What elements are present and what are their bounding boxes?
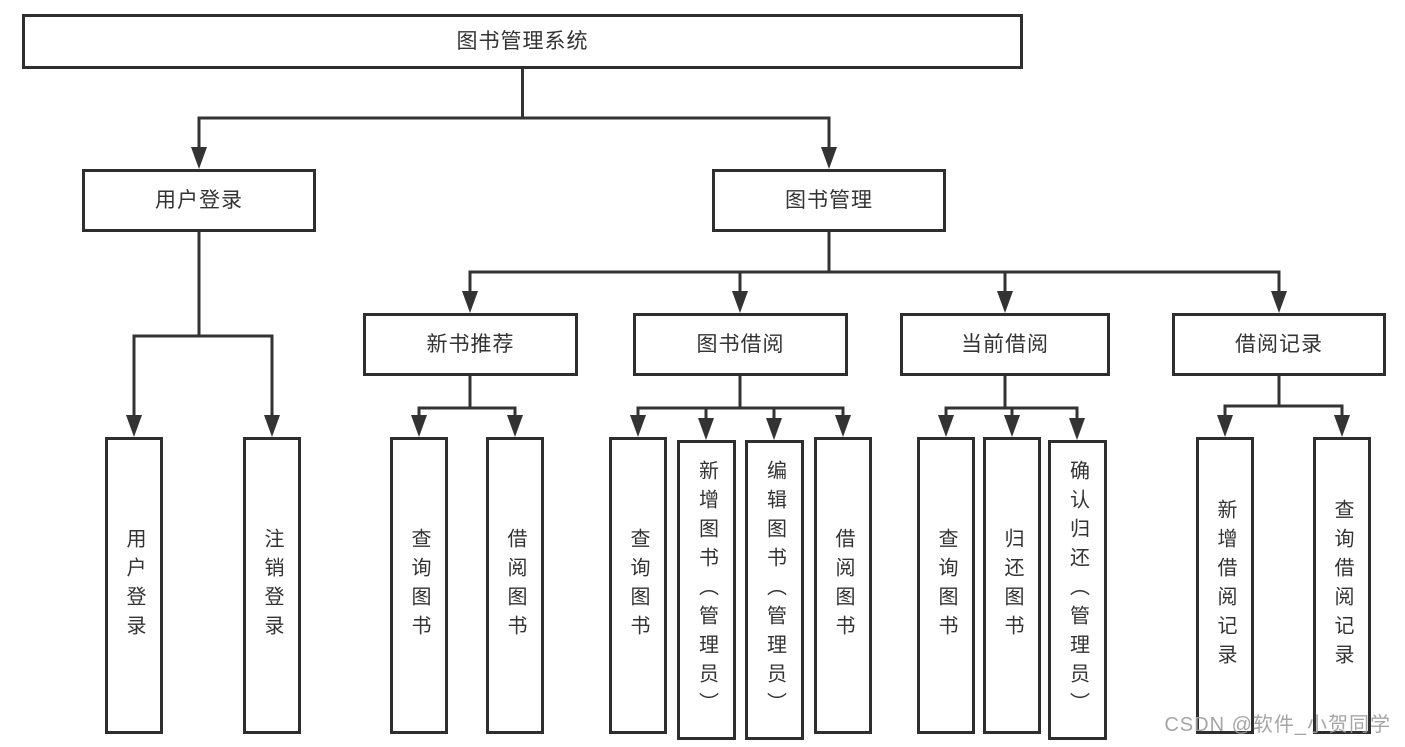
node-book-management: 图书管理 bbox=[712, 169, 946, 232]
leaf-query-borrow-record: 查询借阅记录 bbox=[1313, 437, 1371, 734]
leaf-borrow-book: 借阅图书 bbox=[814, 437, 872, 734]
leaf-confirm-return-admin: 确认归还（管理员） bbox=[1048, 440, 1107, 740]
leaf-return-book: 归还图书 bbox=[983, 437, 1041, 734]
node-new-book-recommend: 新书推荐 bbox=[363, 313, 578, 376]
leaf-edit-book-admin: 编辑图书（管理员） bbox=[745, 440, 804, 740]
node-root-system: 图书管理系统 bbox=[22, 14, 1023, 69]
node-book-borrowing: 图书借阅 bbox=[633, 313, 848, 376]
node-user-login: 用户登录 bbox=[82, 169, 316, 232]
leaf-query-book-borrowing: 查询图书 bbox=[609, 437, 667, 734]
leaf-logout: 注销登录 bbox=[243, 437, 301, 734]
leaf-add-borrow-record: 新增借阅记录 bbox=[1196, 437, 1254, 734]
csdn-watermark: CSDN @软件_小贺同学 bbox=[1164, 714, 1391, 736]
node-borrow-records: 借阅记录 bbox=[1172, 313, 1386, 376]
leaf-user-login: 用户登录 bbox=[105, 437, 163, 734]
node-current-borrowing: 当前借阅 bbox=[900, 313, 1110, 376]
leaf-borrow-book-recommend: 借阅图书 bbox=[486, 437, 544, 734]
leaf-query-book-recommend: 查询图书 bbox=[390, 437, 448, 734]
leaf-add-book-admin: 新增图书（管理员） bbox=[677, 440, 736, 740]
leaf-query-book-current: 查询图书 bbox=[917, 437, 975, 734]
